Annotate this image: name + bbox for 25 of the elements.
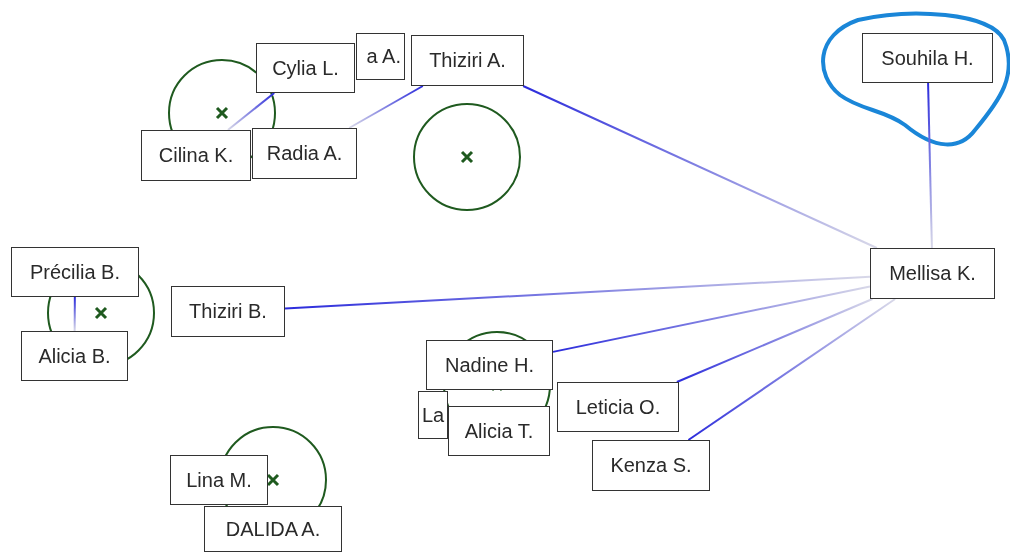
connector-line — [927, 82, 933, 249]
name-box: Cylia L. — [256, 43, 355, 93]
connector-line — [552, 285, 871, 353]
name-box: Lina M. — [170, 455, 268, 505]
name-box: Leticia O. — [557, 382, 679, 432]
name-box: Thiziri B. — [171, 286, 285, 337]
name-box: Précilia B. — [11, 247, 139, 297]
name-box: Souhila H. — [862, 33, 993, 83]
name-box: DALIDA A. — [204, 506, 342, 552]
connector-line — [522, 85, 878, 249]
name-box: Alicia T. — [448, 406, 550, 456]
name-box: Nadine H. — [426, 340, 553, 390]
name-box: Radia A. — [252, 128, 357, 179]
connector-line — [675, 298, 874, 383]
name-box: Kenza S. — [592, 440, 710, 491]
name-box: Thiziri A. — [411, 35, 524, 86]
name-box: La — [418, 391, 448, 439]
name-box: Alicia B. — [21, 331, 128, 381]
connector-line — [73, 296, 76, 332]
connector-line — [348, 85, 424, 129]
name-box: Cilina K. — [141, 130, 251, 181]
connector-line — [284, 275, 871, 310]
name-box: a A. — [356, 33, 405, 80]
name-box: Mellisa K. — [870, 248, 995, 299]
connector-line — [687, 298, 897, 441]
